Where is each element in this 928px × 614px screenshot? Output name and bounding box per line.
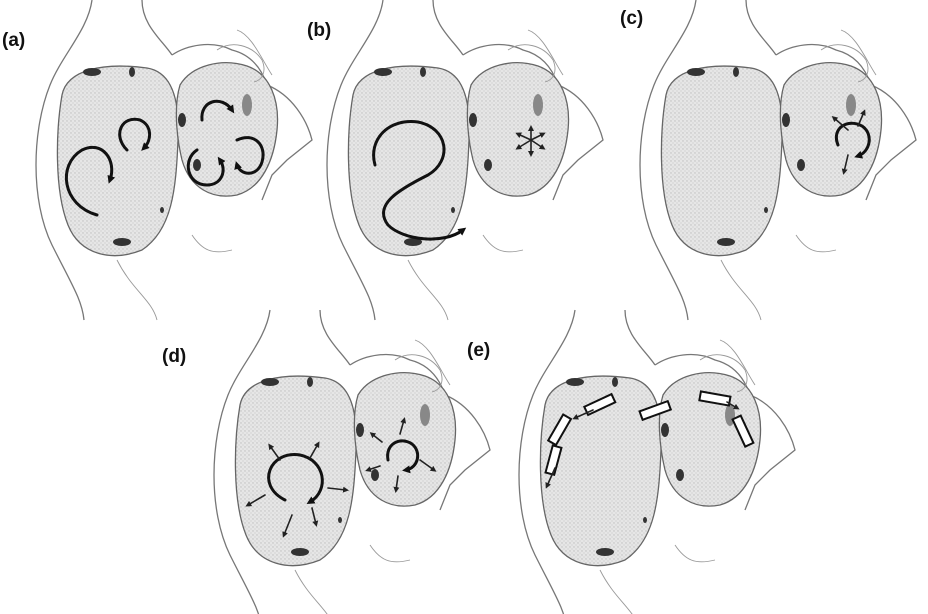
panel-c: (c) [620,0,920,300]
panel-label-a: (a) [2,30,25,52]
panel-d: (d) [160,310,470,610]
heart-diagram-a [0,0,300,300]
heart-diagram-d [160,310,470,610]
heart-diagram-c [620,0,920,300]
panel-a: (a) [0,0,300,300]
panel-b: (b) [305,0,605,300]
heart-diagram-b [305,0,605,300]
panel-label-d: (d) [162,346,186,368]
heart-diagram-e [465,310,785,610]
panel-label-e: (e) [467,340,490,362]
panel-label-b: (b) [307,20,331,42]
panel-label-c: (c) [620,8,643,30]
panel-e: (e) [465,310,785,610]
